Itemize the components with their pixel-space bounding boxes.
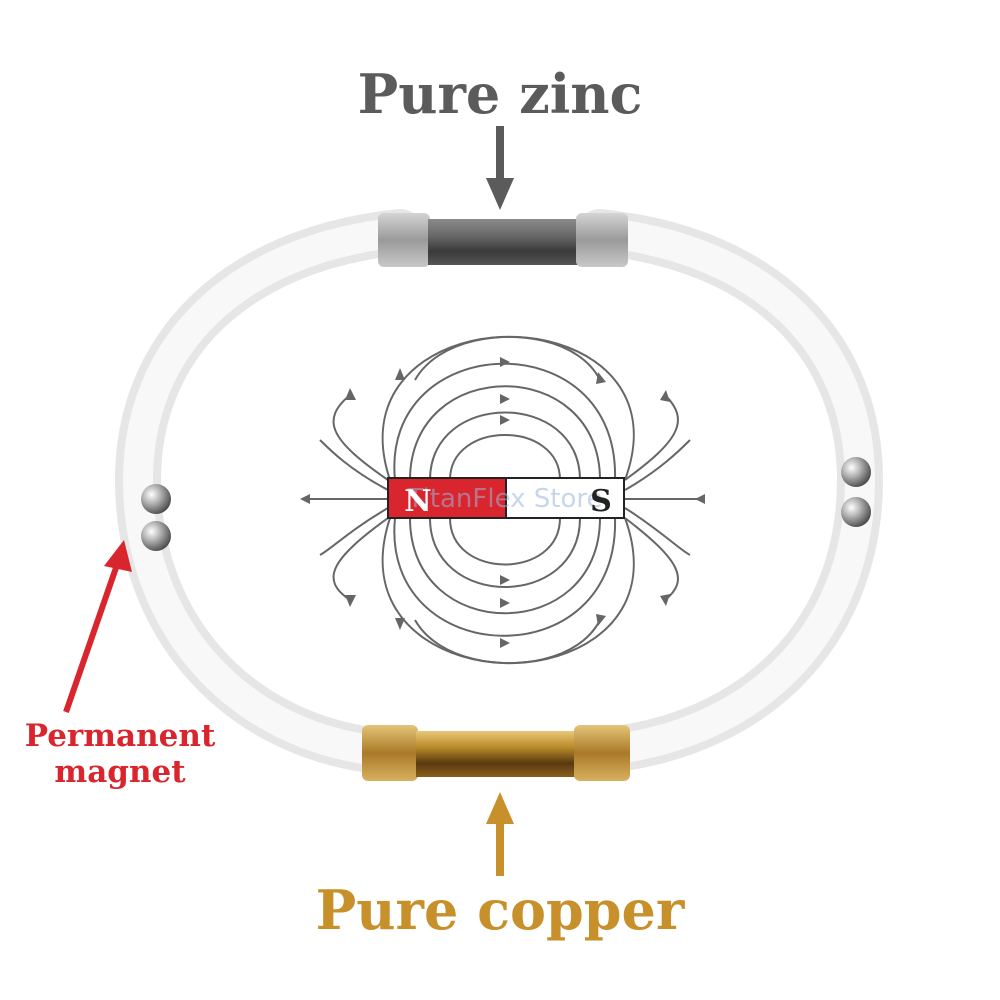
bar-magnet	[387, 477, 625, 519]
permanent-magnet-label-line2: magnet	[54, 754, 186, 790]
permanent-magnet-label: Permanent magnet	[10, 718, 230, 790]
pure-copper-label: Pure copper	[315, 878, 685, 942]
field-arrowheads	[300, 357, 705, 648]
copper-bar	[362, 725, 630, 781]
right-magnet-balls	[841, 457, 871, 527]
pure-zinc-label: Pure zinc	[357, 62, 643, 126]
zinc-arrow	[486, 126, 514, 210]
watermark-text: TitanFlex Store	[407, 484, 603, 514]
left-magnet-balls	[141, 484, 171, 551]
north-pole-label: N	[404, 484, 431, 519]
magnet-arrow	[63, 540, 132, 713]
zinc-bar	[378, 213, 628, 267]
copper-arrow	[486, 792, 514, 876]
south-pole-label: S	[590, 484, 612, 519]
magnetic-field-lines	[310, 335, 705, 665]
permanent-magnet-label-line1: Permanent	[24, 718, 216, 754]
